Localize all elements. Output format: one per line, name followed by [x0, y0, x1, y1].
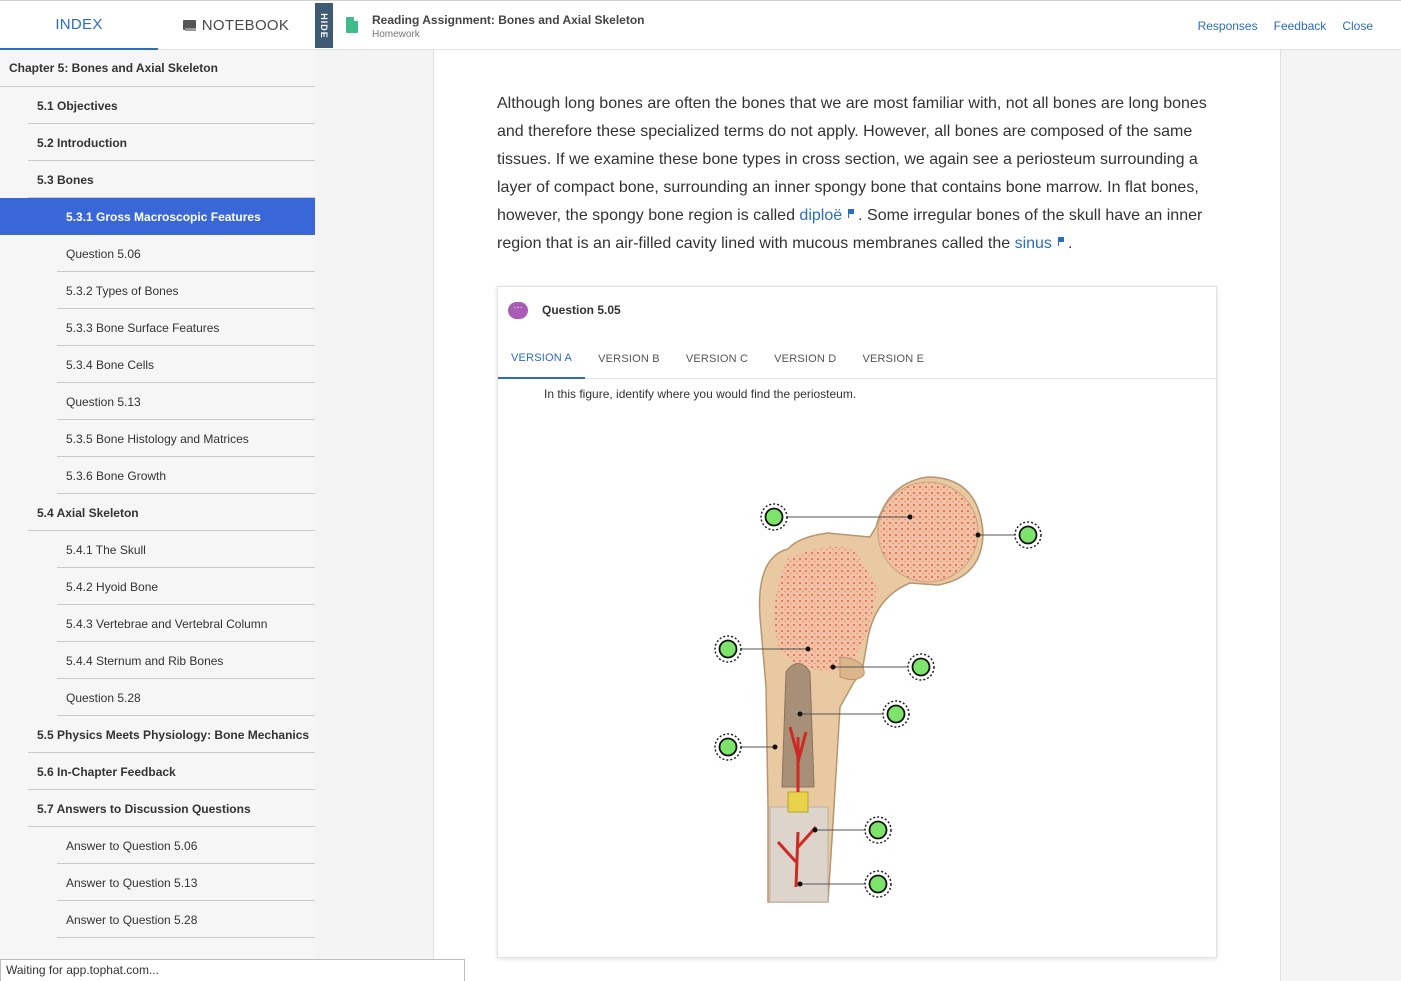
- paragraph-text-1: Although long bones are often the bones …: [497, 95, 1207, 224]
- sidebar-item[interactable]: 5.3.6 Bone Growth: [0, 457, 315, 494]
- hide-sidebar-button[interactable]: HIDE: [315, 3, 333, 48]
- hotspot-marker[interactable]: [882, 700, 910, 728]
- version-tab[interactable]: VERSION B: [598, 353, 660, 365]
- sidebar-item[interactable]: 5.3.1 Gross Macroscopic Features: [0, 198, 315, 235]
- sidebar-item[interactable]: 5.3.3 Bone Surface Features: [0, 309, 315, 346]
- sidebar-item[interactable]: 5.3 Bones: [0, 161, 315, 198]
- sidebar-item[interactable]: 5.2 Introduction: [0, 124, 315, 161]
- sidebar-item[interactable]: 5.1 Objectives: [0, 87, 315, 124]
- sidebar-item[interactable]: Answer to Question 5.13: [0, 864, 315, 901]
- shaft-cut: [769, 806, 829, 903]
- question-title: Question 5.05: [542, 303, 621, 317]
- chapter-title[interactable]: Chapter 5: Bones and Axial Skeleton: [0, 50, 315, 87]
- lesser-trochanter: [839, 656, 865, 681]
- version-tab[interactable]: VERSION A: [498, 339, 586, 379]
- notebook-icon: [182, 20, 196, 31]
- medullary-cavity: [781, 663, 815, 788]
- status-bar: Waiting for app.tophat.com...: [0, 959, 465, 981]
- reading-paragraph: Although long bones are often the bones …: [497, 90, 1217, 258]
- sidebar: Chapter 5: Bones and Axial Skeleton 5.1 …: [0, 50, 315, 981]
- close-link[interactable]: Close: [1342, 19, 1373, 33]
- flag-icon[interactable]: [848, 208, 855, 218]
- term-sinus-link[interactable]: sinus: [1014, 235, 1052, 252]
- hotspot-marker[interactable]: [714, 635, 742, 663]
- hide-label: HIDE: [319, 12, 330, 39]
- version-tab[interactable]: VERSION C: [685, 353, 749, 365]
- chat-bubble-icon: ···: [508, 302, 528, 319]
- sidebar-item[interactable]: 5.4.4 Sternum and Rib Bones: [0, 642, 315, 679]
- sidebar-item[interactable]: Answer to Question 5.06: [0, 827, 315, 864]
- responses-link[interactable]: Responses: [1197, 19, 1258, 33]
- hotspot-marker[interactable]: [864, 870, 892, 898]
- version-tab[interactable]: VERSION D: [774, 353, 837, 365]
- left-gutter: [315, 50, 434, 981]
- paragraph-text-3: .: [1067, 235, 1073, 252]
- tab-notebook[interactable]: NOTEBOOK: [158, 1, 314, 50]
- tab-notebook-label: NOTEBOOK: [201, 17, 290, 34]
- hotspot-marker[interactable]: [1014, 521, 1042, 549]
- hotspot-marker[interactable]: [907, 653, 935, 681]
- sidebar-item[interactable]: 5.3.2 Types of Bones: [0, 272, 315, 309]
- sidebar-item[interactable]: Question 5.13: [0, 383, 315, 420]
- feedback-link[interactable]: Feedback: [1273, 19, 1327, 33]
- main-content: Although long bones are often the bones …: [315, 50, 1401, 981]
- question-prompt: In this figure, identify where you would…: [544, 387, 857, 401]
- sidebar-item[interactable]: 5.4.2 Hyoid Bone: [0, 568, 315, 605]
- sidebar-item[interactable]: 5.3.5 Bone Histology and Matrices: [0, 420, 315, 457]
- sidebar-item[interactable]: 5.4 Axial Skeleton: [0, 494, 315, 531]
- assignment-subtitle: Homework: [372, 29, 420, 40]
- yellow-marrow-band: [787, 791, 809, 813]
- sidebar-item[interactable]: 5.3.4 Bone Cells: [0, 346, 315, 383]
- term-diploe-link[interactable]: diploë: [799, 207, 843, 224]
- top-bar: INDEX NOTEBOOK HIDE Reading Assignment: …: [0, 0, 1401, 50]
- sidebar-item[interactable]: Answer to Question 5.28: [0, 901, 315, 938]
- hotspot-marker[interactable]: [714, 733, 742, 761]
- document-icon: [346, 17, 358, 33]
- spongy-region: [774, 546, 878, 672]
- paragraph-text-2: . Some irregular bones of the skull have…: [497, 207, 1203, 252]
- assignment-title: Reading Assignment: Bones and Axial Skel…: [372, 13, 645, 27]
- version-tab[interactable]: VERSION E: [862, 353, 925, 365]
- right-gutter: [1280, 50, 1401, 981]
- sidebar-item[interactable]: 5.4.3 Vertebrae and Vertebral Column: [0, 605, 315, 642]
- version-tabs: VERSION A VERSION B VERSION C VERSION D VERS…: [498, 339, 1216, 379]
- flag-icon[interactable]: [1057, 236, 1064, 246]
- sidebar-item[interactable]: Question 5.06: [0, 235, 315, 272]
- hotspot-marker[interactable]: [760, 503, 788, 531]
- sidebar-item[interactable]: 5.6 In-Chapter Feedback: [0, 753, 315, 790]
- tab-index[interactable]: INDEX: [0, 1, 158, 50]
- blood-vessel: [776, 726, 818, 888]
- femoral-head: [877, 481, 979, 583]
- sidebar-item[interactable]: Question 5.28: [0, 679, 315, 716]
- sidebar-item[interactable]: 5.4.1 The Skull: [0, 531, 315, 568]
- bone-figure: [714, 476, 1042, 903]
- hotspot-marker[interactable]: [864, 816, 892, 844]
- sidebar-item[interactable]: 5.7 Answers to Discussion Questions: [0, 790, 315, 827]
- sidebar-item[interactable]: 5.5 Physics Meets Physiology: Bone Mecha…: [0, 716, 315, 753]
- top-links: Responses Feedback Close: [1198, 19, 1373, 33]
